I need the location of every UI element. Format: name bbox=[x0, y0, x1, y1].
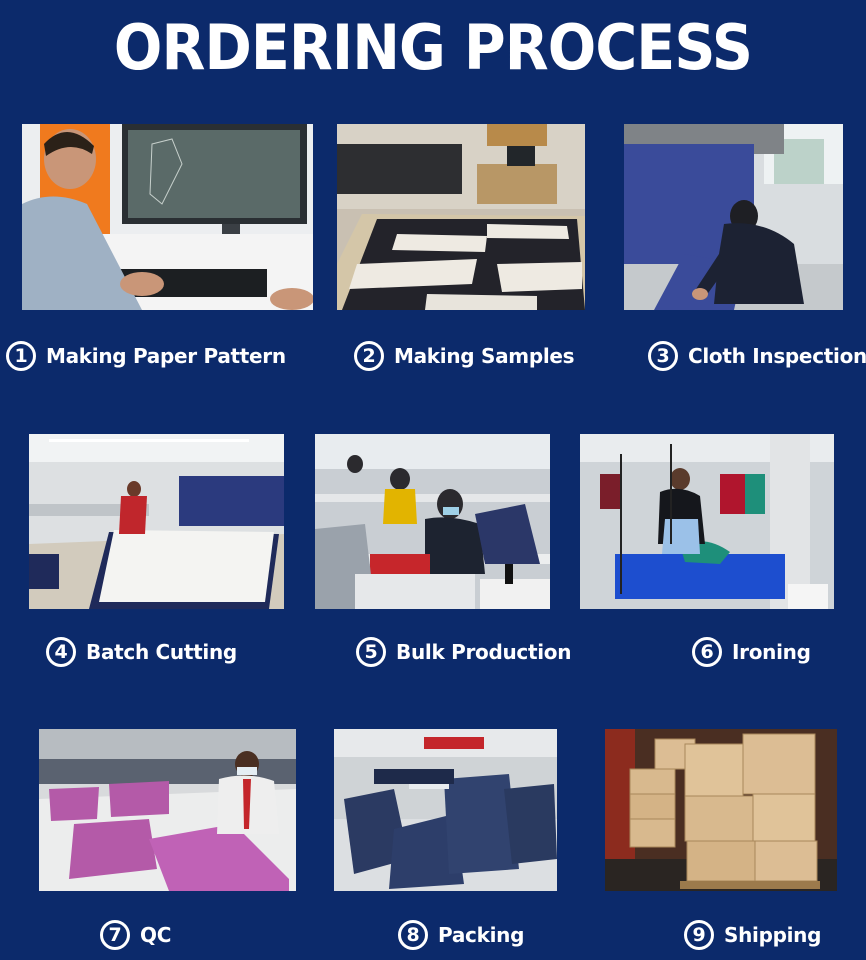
step-7-photo bbox=[39, 729, 296, 891]
step-9-number-badge: 9 bbox=[684, 920, 714, 950]
step-1-number-badge: 1 bbox=[6, 341, 36, 371]
step-5-text: Bulk Production bbox=[396, 640, 572, 664]
step-9-label: 9 Shipping bbox=[684, 915, 821, 955]
step-2-text: Making Samples bbox=[394, 344, 575, 368]
step-4-number-badge: 4 bbox=[46, 637, 76, 667]
step-5-number-badge: 5 bbox=[356, 637, 386, 667]
step-8-number-badge: 8 bbox=[398, 920, 428, 950]
step-8-text: Packing bbox=[438, 923, 525, 947]
step-2-photo bbox=[337, 124, 585, 310]
step-3-number-badge: 3 bbox=[648, 341, 678, 371]
step-5-photo bbox=[315, 434, 550, 609]
step-3-photo bbox=[624, 124, 843, 310]
step-3-label: 3 Cloth Inspection bbox=[648, 336, 866, 376]
step-7-number-badge: 7 bbox=[100, 920, 130, 950]
step-9-text: Shipping bbox=[724, 923, 822, 947]
step-2-number-badge: 2 bbox=[354, 341, 384, 371]
step-9-photo bbox=[605, 729, 837, 891]
step-4-label: 4 Batch Cutting bbox=[46, 632, 237, 672]
step-6-number-badge: 6 bbox=[692, 637, 722, 667]
step-1-text: Making Paper Pattern bbox=[46, 344, 286, 368]
step-3-text: Cloth Inspection bbox=[688, 344, 866, 368]
step-4-photo bbox=[29, 434, 284, 609]
step-1-label: 1 Making Paper Pattern bbox=[6, 336, 286, 376]
step-8-photo bbox=[334, 729, 557, 891]
step-1-photo bbox=[22, 124, 313, 310]
step-7-label: 7 QC bbox=[100, 915, 171, 955]
step-8-label: 8 Packing bbox=[398, 915, 524, 955]
step-5-label: 5 Bulk Production bbox=[356, 632, 571, 672]
step-6-text: Ironing bbox=[732, 640, 811, 664]
step-6-photo bbox=[580, 434, 834, 609]
page-title: ORDERING PROCESS bbox=[113, 11, 753, 84]
step-7-text: QC bbox=[140, 923, 172, 947]
step-4-text: Batch Cutting bbox=[86, 640, 237, 664]
step-2-label: 2 Making Samples bbox=[354, 336, 575, 376]
step-6-label: 6 Ironing bbox=[692, 632, 811, 672]
